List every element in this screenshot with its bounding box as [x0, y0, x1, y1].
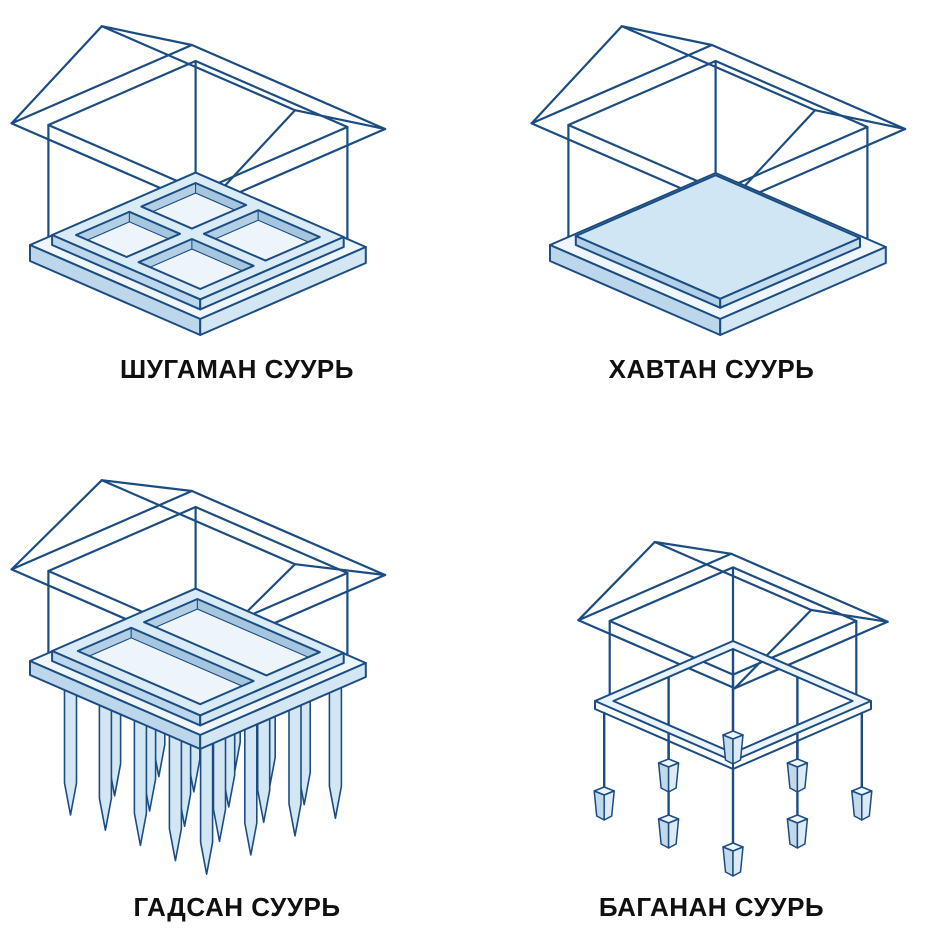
grid-openings — [77, 598, 321, 715]
footing-blocks — [592, 730, 873, 877]
footing-block — [786, 814, 808, 849]
footing-block — [657, 758, 679, 793]
footing-block — [786, 758, 808, 793]
strip-foundation-drawing — [10, 25, 387, 336]
house-wireframe-icon — [576, 540, 889, 756]
panel-pile-foundation: ГАДСАН СУУРЬ — [0, 466, 474, 933]
strip-grid — [51, 587, 345, 727]
slab-plate — [574, 174, 861, 309]
panel-slab-foundation: ХАВТАН СУУРЬ — [474, 0, 949, 466]
footing-block — [850, 786, 873, 821]
panel-label-column: БАГАНАН СУУРЬ — [598, 892, 825, 922]
strip-grid — [51, 171, 345, 311]
footing-block — [721, 842, 744, 877]
column-foundation-drawing — [576, 540, 889, 877]
panel-label-pile: ГАДСАН СУУРЬ — [133, 892, 341, 922]
panel-label-strip: ШУГАМАН СУУРЬ — [120, 354, 354, 384]
panel-label-slab: ХАВТАН СУУРЬ — [608, 354, 815, 384]
panel-strip-foundation: ШУГАМАН СУУРЬ — [0, 0, 474, 466]
house-wireframe-icon — [530, 25, 906, 313]
footing-block — [657, 814, 679, 849]
footing-block — [592, 786, 615, 821]
footing-block — [721, 730, 744, 765]
house-wireframe-icon — [10, 479, 387, 729]
slab-foundation-drawing — [530, 25, 906, 336]
panel-column-foundation: БАГАНАН СУУРЬ — [474, 466, 949, 933]
pile-foundation-drawing — [10, 479, 387, 876]
